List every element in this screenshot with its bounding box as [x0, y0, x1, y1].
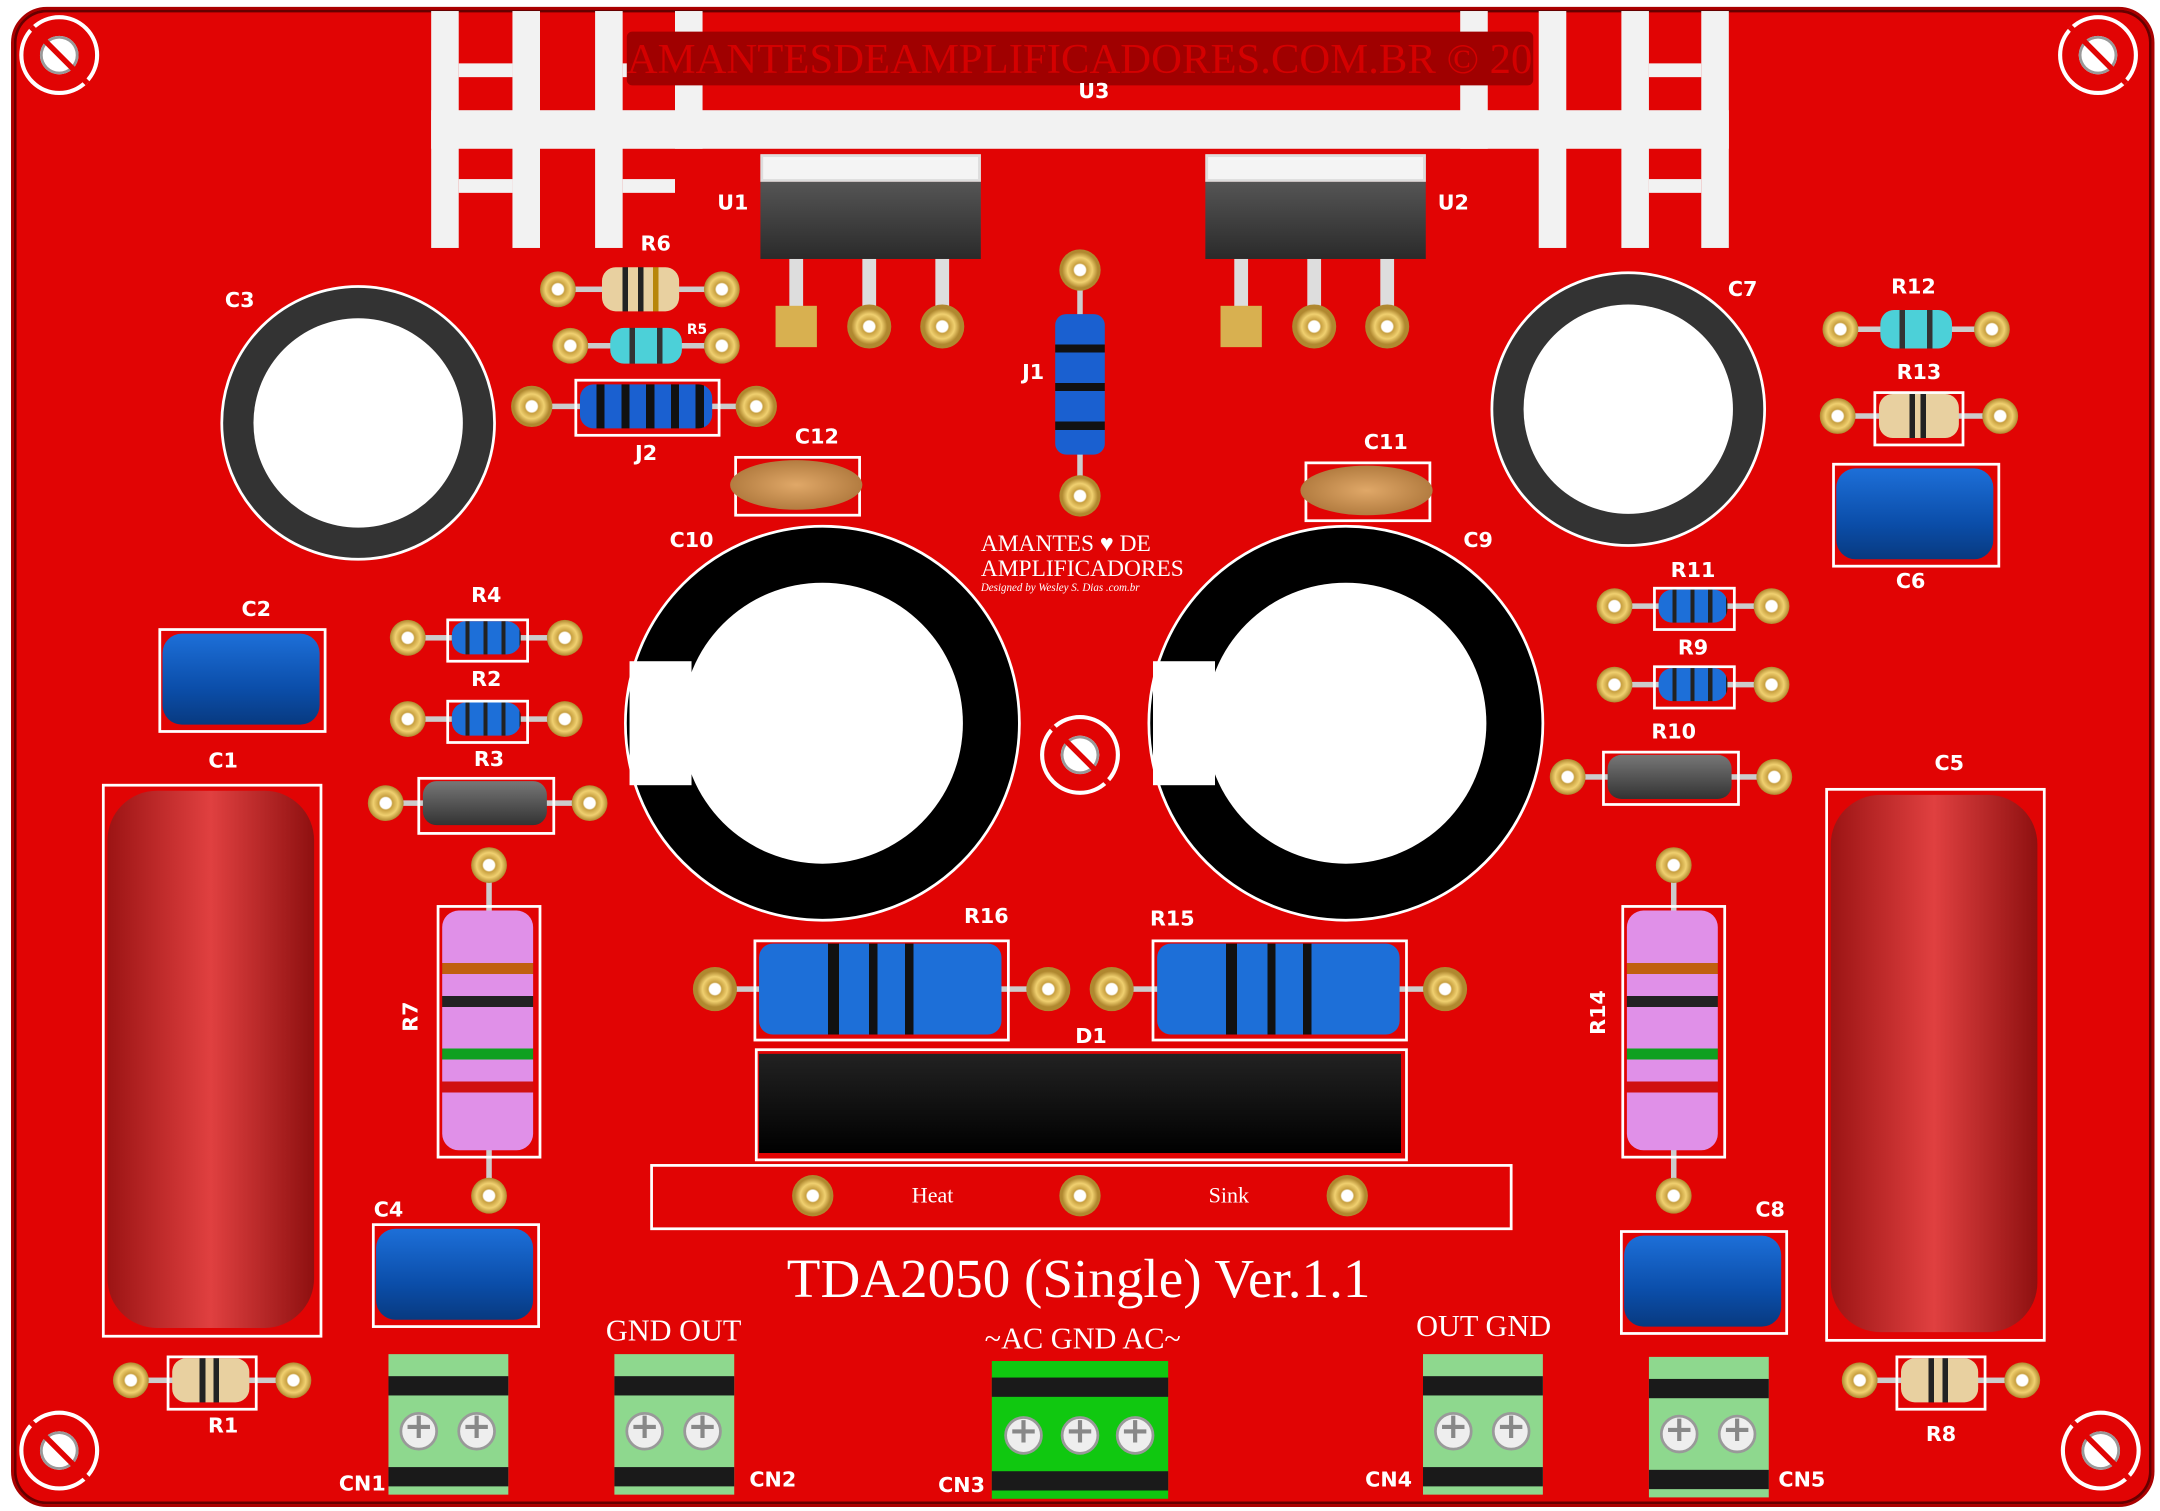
logo-line1: AMANTES	[980, 530, 1095, 557]
terminal-cn3	[991, 1361, 1169, 1499]
resistor-r7	[442, 910, 534, 1151]
refdes-label: R11	[1670, 557, 1716, 583]
refdes-label: R6	[640, 231, 671, 257]
refdes-label: C12	[794, 424, 839, 450]
resistor-r14	[1626, 910, 1718, 1151]
mounting-hole-icon	[2060, 1410, 2141, 1491]
refdes-label: R14	[1585, 990, 1611, 1035]
resistor-r8	[1901, 1358, 1979, 1403]
refdes-label: C9	[1463, 527, 1493, 553]
brand-logo: AMANTES ♥ DE AMPLIFICADORES Designed by …	[980, 530, 1190, 594]
refdes-label: J2	[635, 440, 658, 466]
refdes-label: CN1	[338, 1471, 386, 1497]
refdes-label: CN5	[1778, 1467, 1826, 1492]
heatsink-outline	[650, 1164, 1513, 1231]
terminal-cn1	[388, 1354, 509, 1495]
refdes-label: C1	[208, 748, 238, 773]
refdes-label: R13	[1896, 359, 1942, 385]
capacitor-c1	[107, 790, 315, 1328]
refdes-label: J1	[1022, 359, 1045, 385]
refdes-label: R3	[473, 746, 505, 772]
cn2-silk: GND OUT	[605, 1312, 742, 1348]
resistor-r2	[451, 702, 521, 736]
refdes-label: C7	[1727, 276, 1758, 302]
resistor-r6	[601, 267, 680, 312]
mounting-hole-icon	[1040, 714, 1120, 795]
refdes-label: C8	[1755, 1197, 1785, 1222]
logo-signature: Designed by Wesley S. Dias .com.br	[980, 581, 1140, 594]
refdes-label: U1	[717, 190, 749, 215]
capacitor-c8	[1624, 1235, 1782, 1327]
resistor-r10	[1607, 754, 1732, 799]
heat-label: Heat	[911, 1184, 954, 1209]
refdes-label: C5	[1934, 750, 1965, 776]
refdes-label: C10	[669, 527, 714, 553]
mounting-hole-icon	[19, 15, 100, 96]
mounting-hole-icon	[2058, 15, 2138, 96]
capacitor-c5	[1830, 794, 2038, 1333]
refdes-label: R8	[1925, 1421, 1957, 1447]
terminal-cn4	[1423, 1354, 1543, 1495]
sink-label: Sink	[1208, 1184, 1249, 1209]
resistor-r5	[610, 327, 682, 364]
bridge-rectifier-d1	[759, 1053, 1401, 1154]
refdes-label: R1	[208, 1413, 239, 1439]
board-title: TDA2050 (Single) Ver.1.1	[786, 1247, 1371, 1310]
refdes-label: C6	[1895, 568, 1926, 594]
refdes-label: C2	[241, 596, 272, 622]
capacitor-c6	[1836, 468, 1994, 560]
heart-icon: ♥	[1099, 530, 1114, 557]
resistor-r12	[1880, 309, 1952, 349]
mounting-hole-icon	[19, 1410, 100, 1491]
refdes-label: D1	[1075, 1023, 1107, 1049]
cn3-silk: ~AC GND AC~	[984, 1321, 1181, 1356]
resistor-r15	[1157, 943, 1400, 1035]
refdes-label: R7	[398, 1001, 423, 1032]
resistor-r13	[1878, 393, 1959, 439]
refdes-label: R10	[1651, 719, 1697, 744]
refdes-label: C11	[1363, 429, 1408, 455]
refdes-label: C3	[224, 287, 255, 313]
refdes-label: R4	[471, 582, 502, 608]
ic-u2	[1205, 154, 1426, 259]
resistor-r1	[172, 1358, 250, 1403]
jumper-j2	[579, 384, 713, 429]
resistor-r11	[1658, 589, 1728, 623]
refdes-label: C4	[373, 1197, 404, 1222]
refdes-label: U2	[1437, 190, 1469, 215]
resistor-r16	[759, 943, 1002, 1035]
terminal-cn2	[614, 1354, 735, 1495]
refdes-label: R2	[471, 666, 502, 692]
watermark: AMANTESDEAMPLIFICADORES.COM.BR © 2026	[626, 31, 1534, 86]
capacitor-c2	[162, 633, 320, 725]
capacitor-c11	[1300, 465, 1433, 516]
capacitor-c4	[376, 1228, 534, 1320]
ic-u1	[760, 154, 981, 259]
refdes-label: CN4	[1365, 1467, 1412, 1492]
refdes-label: CN3	[938, 1472, 985, 1498]
refdes-label: U3	[1078, 78, 1110, 104]
logo-line3: AMPLIFICADORES	[980, 555, 1184, 582]
refdes-label: R9	[1677, 635, 1709, 660]
refdes-label: CN2	[749, 1467, 797, 1492]
logo-line2: DE	[1119, 530, 1151, 557]
refdes-label: R15	[1149, 906, 1195, 932]
resistor-r9	[1658, 668, 1728, 702]
terminal-cn5	[1648, 1356, 1769, 1498]
resistor-r4	[451, 621, 521, 655]
refdes-label: R5	[686, 323, 708, 339]
capacitor-c12	[730, 460, 863, 510]
refdes-label: R16	[963, 903, 1009, 929]
refdes-label: R12	[1891, 274, 1936, 299]
cn4-silk: OUT GND	[1416, 1308, 1552, 1344]
jumper-j1	[1055, 314, 1105, 455]
resistor-r3	[422, 781, 547, 826]
